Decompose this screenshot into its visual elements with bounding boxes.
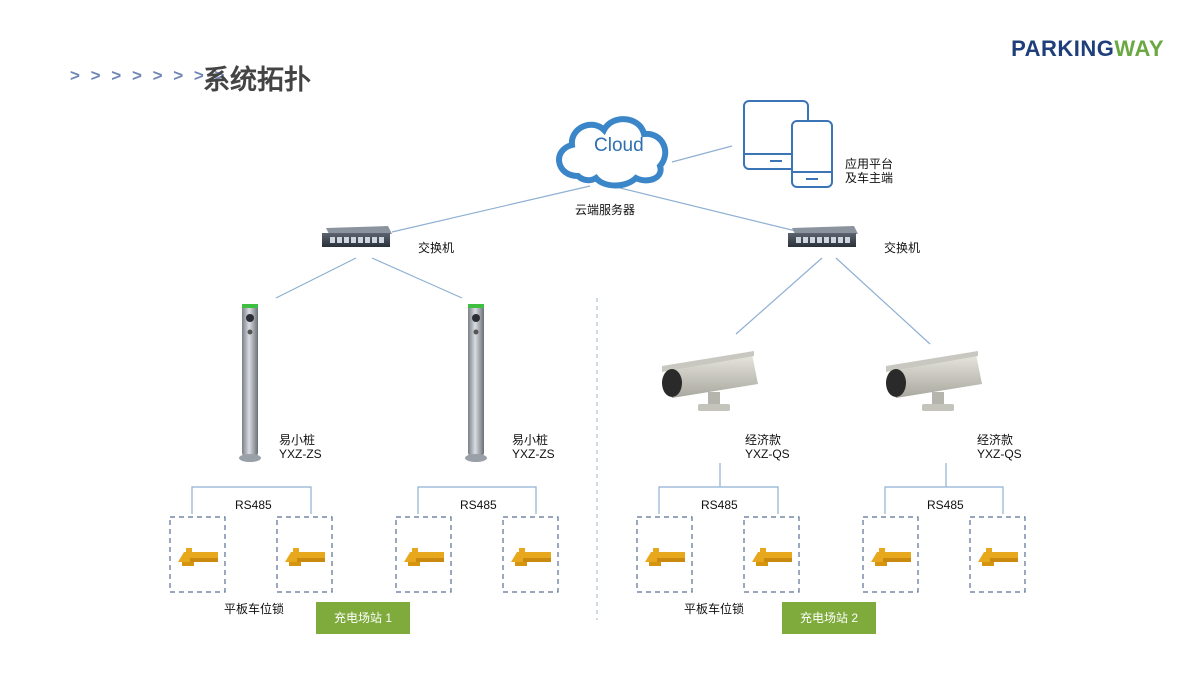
parking-lock-icon-4: [511, 548, 551, 566]
app-platform-label: 应用平台 及车主端: [845, 157, 893, 185]
switch-label-left: 交换机: [418, 241, 455, 255]
camera-icon-2: [886, 351, 982, 411]
connection-lines: [275, 145, 947, 487]
lock-box-6: [743, 516, 800, 593]
lock-box-3: [395, 516, 452, 593]
bus-bracket-1: [191, 486, 312, 514]
parking-lock-icon-1: [178, 548, 218, 566]
lock-box-4: [502, 516, 559, 593]
lock-box-5: [636, 516, 693, 593]
devices-icon: [743, 100, 833, 188]
parking-lock-icon-6: [752, 548, 792, 566]
station-badge-1: 充电场站 1: [316, 602, 410, 634]
lock-box-1: [169, 516, 226, 593]
line-cloud-app: [671, 145, 733, 163]
parking-lock-icon-8: [978, 548, 1018, 566]
pole-1-model: YXZ-ZS: [279, 447, 322, 461]
camera-label-1: 经济款 YXZ-QS: [745, 433, 790, 461]
parking-lock-icons: [178, 548, 1018, 566]
camera-2-name: 经济款: [977, 433, 1014, 447]
bus-bracket-4: [884, 486, 1004, 514]
lock-box-2: [276, 516, 333, 593]
line-cloud-switch-right: [611, 185, 801, 233]
lock-box-7: [862, 516, 919, 593]
brand-logo-part2: WAY: [1114, 36, 1164, 61]
rs485-buses: [191, 486, 1004, 514]
line-switch-cam-2: [835, 257, 931, 345]
line-switch-pole-2: [371, 257, 463, 299]
parking-lock-icon-3: [404, 548, 444, 566]
camera-icon-1: [662, 351, 758, 411]
camera-label-2: 经济款 YXZ-QS: [977, 433, 1022, 461]
rs485-label-2: RS485: [460, 498, 497, 512]
app-label-line1: 应用平台: [845, 157, 894, 171]
cloud-icon: [556, 116, 669, 189]
header-chevrons: > > > > > > > >: [70, 66, 228, 85]
cloud-server-label: 云端服务器: [575, 203, 636, 217]
charging-pole-icon-2: [465, 304, 487, 462]
bus-bracket-2: [417, 486, 537, 514]
app-label-line2: 及车主端: [845, 171, 894, 185]
lock-box-8: [969, 516, 1026, 593]
pole-2-model: YXZ-ZS: [512, 447, 555, 461]
pole-1-name: 易小桩: [279, 433, 316, 447]
parking-lock-icon-2: [285, 548, 325, 566]
station-badge-2: 充电场站 2: [782, 602, 876, 634]
switch-icon-right: [788, 226, 858, 247]
lock-label-right: 平板车位锁: [684, 602, 745, 616]
brand-logo: PARKINGWAY: [1011, 36, 1164, 62]
lock-boxes: [169, 516, 1026, 593]
lock-label-left: 平板车位锁: [224, 602, 285, 616]
cloud-icon-text: Cloud: [594, 135, 644, 156]
pole-2-name: 易小桩: [512, 433, 549, 447]
charging-pole-icon-1: [239, 304, 261, 462]
rs485-label-3: RS485: [701, 498, 738, 512]
parking-lock-icon-7: [871, 548, 911, 566]
switch-icon-left: [322, 226, 392, 247]
line-switch-pole-1: [275, 257, 357, 299]
camera-1-name: 经济款: [745, 433, 782, 447]
line-cloud-switch-left: [391, 185, 591, 233]
line-switch-cam-1: [735, 257, 823, 335]
brand-logo-part1: PARKING: [1011, 36, 1115, 61]
rs485-label-4: RS485: [927, 498, 964, 512]
camera-2-model: YXZ-QS: [977, 447, 1022, 461]
switch-label-right: 交换机: [884, 241, 921, 255]
pole-label-2: 易小桩 YXZ-ZS: [512, 433, 555, 461]
page-title: 系统拓扑: [203, 65, 311, 95]
parking-lock-icon-5: [645, 548, 685, 566]
bus-bracket-3: [658, 486, 779, 514]
rs485-label-1: RS485: [235, 498, 272, 512]
camera-1-model: YXZ-QS: [745, 447, 790, 461]
pole-label-1: 易小桩 YXZ-ZS: [279, 433, 322, 461]
